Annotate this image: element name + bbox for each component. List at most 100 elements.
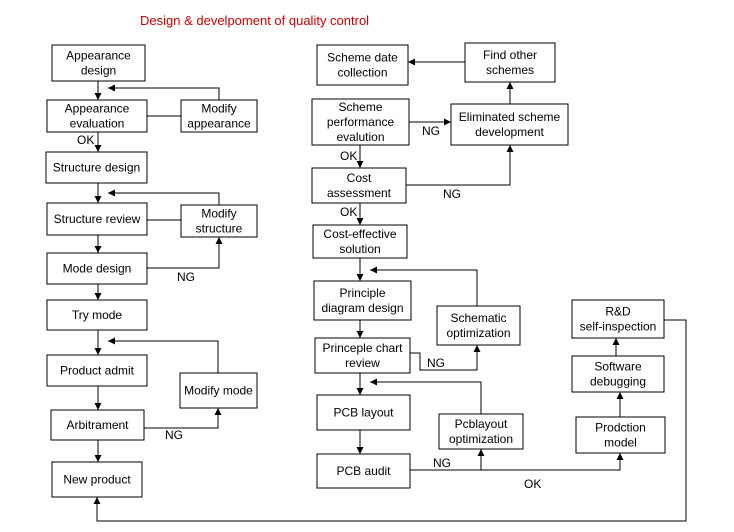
label-ok-cost-assessment: OK — [340, 205, 357, 219]
node-box — [316, 453, 411, 489]
node-arbitrament: Arbitrament — [50, 409, 145, 441]
node-box — [46, 354, 148, 387]
node-box — [45, 151, 148, 184]
node-label: solution — [339, 242, 380, 256]
node-mode-design: Mode design — [46, 252, 148, 285]
node-label: optimization — [446, 326, 510, 340]
node-modify-mode: Modify mode — [179, 372, 258, 409]
connector-19 — [406, 145, 514, 186]
label-ok-pcb-audit: OK — [524, 477, 541, 491]
node-label: Try mode — [72, 308, 123, 322]
node-label: debugging — [590, 375, 646, 389]
node-label: Modify — [201, 102, 236, 116]
diagram-title: Design & develpoment of quality control — [140, 13, 369, 28]
node-box — [311, 167, 407, 204]
node-box — [51, 44, 146, 82]
node-box — [180, 204, 258, 238]
node-new-product: New product — [51, 461, 143, 498]
node-label: appearance — [187, 117, 251, 131]
connector-26 — [370, 378, 482, 414]
node-box — [50, 409, 145, 441]
node-label: Software — [594, 360, 642, 374]
node-label: evaluation — [70, 117, 125, 131]
label-ng-mode-design: NG — [177, 270, 195, 284]
label-ng-arbitrament: NG — [165, 428, 183, 442]
node-label: Modify — [201, 207, 236, 221]
node-structure-design: Structure design — [45, 151, 148, 184]
node-box — [46, 99, 148, 133]
node-label: New product — [63, 473, 131, 487]
node-label: Cost-effective — [323, 227, 396, 241]
node-box — [464, 42, 556, 83]
label-ng-principle-chart: NG — [427, 356, 445, 370]
node-label: Structure design — [53, 161, 140, 175]
connector-5 — [108, 189, 220, 205]
node-label: evalution — [336, 130, 384, 144]
node-pcb-layout: PCB layout — [316, 394, 411, 431]
node-box — [46, 252, 148, 285]
node-box — [311, 98, 410, 146]
node-label: development — [475, 125, 544, 139]
node-label: PCB audit — [336, 464, 391, 478]
node-box — [314, 337, 411, 374]
label-ok-scheme-performance: OK — [340, 149, 357, 163]
node-label: Prodction — [595, 421, 646, 435]
node-box — [316, 394, 411, 431]
connector-24 — [410, 345, 481, 371]
label-ng-pcb-audit: NG — [433, 456, 451, 470]
node-pcb-audit: PCB audit — [316, 453, 411, 489]
node-label: structure — [196, 222, 243, 236]
node-box — [180, 99, 258, 133]
connector-8 — [147, 237, 223, 269]
node-label: Appearance — [66, 49, 131, 63]
node-label: Find other — [483, 48, 537, 62]
connector-32 — [93, 319, 687, 522]
node-label: collection — [337, 66, 387, 80]
node-label: Appearance — [65, 102, 130, 116]
node-label: Cost — [347, 171, 372, 185]
node-label: Mode design — [63, 262, 132, 276]
node-box — [46, 202, 148, 236]
process-nodes: AppearancedesignAppearanceevaluationModi… — [45, 42, 666, 498]
node-box — [571, 299, 665, 339]
node-box — [46, 299, 148, 331]
node-label: performance — [327, 115, 395, 129]
node-label: Scheme date — [327, 51, 398, 65]
connector-29 — [410, 453, 624, 471]
node-label: Modify mode — [184, 384, 253, 398]
node-label: Principle — [339, 286, 385, 300]
node-box — [436, 305, 521, 346]
label-ok-appearance: OK — [77, 133, 94, 147]
node-label: Scheme — [338, 100, 382, 114]
node-label: diagram design — [321, 301, 403, 315]
node-box — [179, 372, 258, 409]
node-label: R&D — [605, 305, 631, 319]
node-box — [450, 103, 569, 146]
label-ng-cost-assessment: NG — [443, 187, 461, 201]
node-label: assessment — [327, 186, 392, 200]
node-label: Eliminated scheme — [459, 110, 561, 124]
connector-11 — [108, 337, 219, 373]
node-box — [316, 44, 409, 86]
node-label: design — [81, 64, 116, 78]
node-box — [575, 416, 666, 454]
node-box — [312, 224, 408, 259]
node-structure-review: Structure review — [46, 202, 148, 236]
node-label: review — [345, 356, 380, 370]
node-product-admit: Product admit — [46, 354, 148, 387]
node-box — [438, 413, 524, 450]
node-box — [571, 355, 665, 393]
connector-22 — [370, 266, 478, 306]
